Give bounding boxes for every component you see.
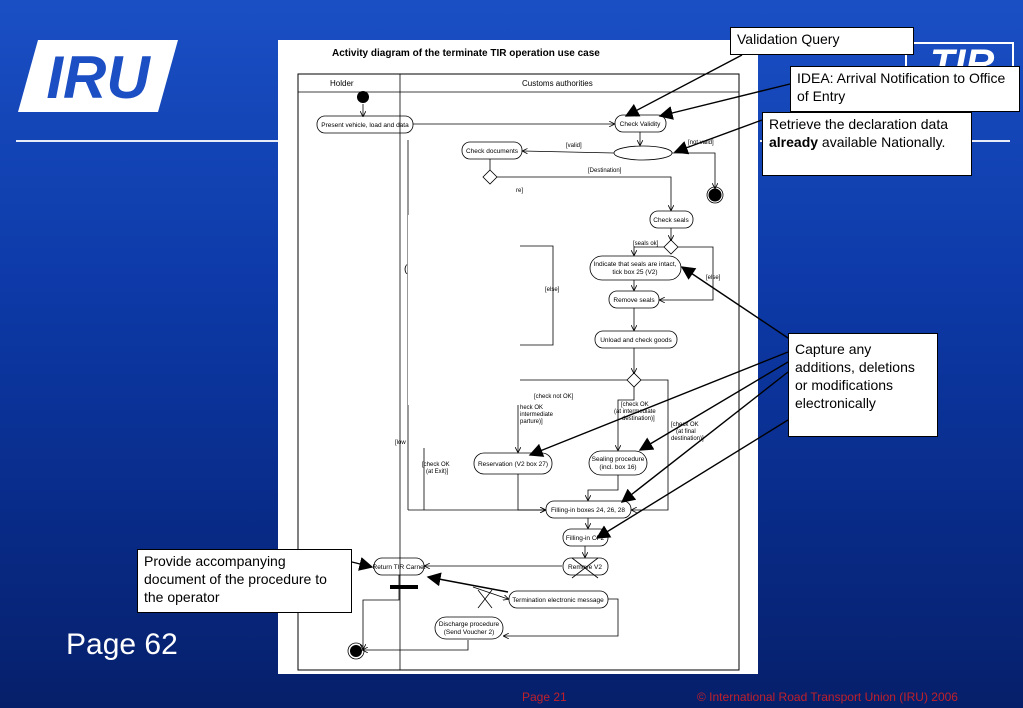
activity-termination-message: Termination electronic message bbox=[512, 597, 604, 604]
activity-discharge-line2: (Send Voucher 2) bbox=[444, 629, 495, 636]
guard-check-not-ok: [check not OK] bbox=[534, 394, 574, 400]
iru-logo: IRU bbox=[18, 40, 178, 112]
footer-page-number: Page 21 bbox=[522, 690, 567, 704]
callout-capture-changes: Capture any additions, deletions or modi… bbox=[788, 333, 938, 437]
callout-idea-arrival: IDEA: Arrival Notification to Office of … bbox=[790, 66, 1020, 112]
guard-check-ok-final-1: [check OK bbox=[671, 422, 699, 428]
guard-check-ok-final-3: destination)] bbox=[671, 436, 704, 442]
guard-not-valid: [not valid] bbox=[688, 140, 714, 146]
diagram-title: Activity diagram of the terminate TIR op… bbox=[332, 48, 600, 59]
swimlane-customs: Customs authorities bbox=[522, 79, 593, 88]
callout-capture-text: Capture any additions, deletions or modi… bbox=[795, 341, 915, 411]
activity-discharge-line1: Discharge procedure bbox=[439, 621, 500, 628]
callout-provide-document: Provide accompanying document of the pro… bbox=[137, 549, 352, 613]
guard-valid: [valid] bbox=[566, 143, 582, 149]
guard-low-fragment: [low bbox=[395, 440, 406, 446]
activity-unload-check-goods: Unload and check goods bbox=[600, 337, 672, 344]
callout-retrieve-text-bold: already bbox=[769, 134, 819, 150]
callout-provide-text: Provide accompanying document of the pro… bbox=[144, 553, 327, 605]
callout-retrieve-declaration: Retrieve the declaration data already av… bbox=[762, 112, 972, 176]
guard-check-ok-final-2: (at final bbox=[676, 429, 696, 435]
guard-seals-ok: [seals ok] bbox=[633, 241, 659, 247]
footer-copyright: © International Road Transport Union (IR… bbox=[697, 690, 958, 704]
activity-return-carnet: Return TIR Carnet bbox=[373, 564, 426, 571]
activity-present-vehicle: Present vehicle, load and data bbox=[321, 122, 409, 129]
guard-left-fragment-1: heck OK bbox=[520, 405, 543, 411]
callout-idea-arrival-text: IDEA: Arrival Notification to Office of … bbox=[797, 70, 1006, 104]
guard-check-ok-intermediate-3: destination)] bbox=[622, 416, 655, 422]
guard-re-fragment: re] bbox=[516, 188, 523, 194]
guard-check-ok-exit-1: [check OK bbox=[422, 462, 450, 468]
activity-check-documents: Check documents bbox=[466, 148, 519, 155]
activity-sealing-line2: (incl. box 16) bbox=[599, 464, 636, 471]
swimlane-holder: Holder bbox=[330, 79, 354, 88]
guard-destination: [Destination] bbox=[588, 168, 622, 174]
guard-left-fragment-2: intermediate bbox=[520, 412, 554, 418]
activity-filling-cf2: Filling-in CF2 bbox=[566, 535, 605, 542]
activity-filling-boxes: Filling-in boxes 24, 26, 28 bbox=[551, 507, 625, 514]
guard-check-ok-intermediate-1: [check OK bbox=[621, 402, 649, 408]
activity-remove-seals: Remove seals bbox=[613, 297, 655, 304]
callout-retrieve-text-post: available Nationally. bbox=[818, 134, 946, 150]
activity-indicate-seals-line2: tick box 25 (V2) bbox=[612, 269, 657, 276]
callout-validation-query-text: Validation Query bbox=[737, 31, 840, 47]
activity-sealing-line1: Sealing procedure bbox=[592, 456, 645, 463]
activity-indicate-seals-line1: Indicate that seals are intact, bbox=[594, 261, 677, 268]
guard-else-2: [else] bbox=[706, 275, 721, 281]
page-label: Page 62 bbox=[66, 628, 178, 661]
header-rule-left bbox=[16, 140, 278, 142]
activity-check-validity: Check Validity bbox=[620, 121, 661, 128]
guard-else-1: [else] bbox=[545, 287, 560, 293]
activity-check-seals: Check seals bbox=[653, 217, 689, 224]
activity-reservation: Reservation (V2 box 27) bbox=[478, 461, 548, 468]
guard-paren-fragment: ( bbox=[404, 264, 408, 275]
svg-text:IRU: IRU bbox=[46, 44, 151, 111]
guard-check-ok-intermediate-2: (at intermediate bbox=[614, 409, 656, 415]
callout-validation-query: Validation Query bbox=[730, 27, 914, 55]
activity-remove-v2: Remove V2 bbox=[568, 564, 602, 571]
guard-check-ok-exit-2: (at Exit)] bbox=[426, 469, 449, 475]
guard-left-fragment-3: parture)] bbox=[520, 419, 543, 425]
callout-retrieve-text-pre: Retrieve the declaration data bbox=[769, 116, 948, 132]
